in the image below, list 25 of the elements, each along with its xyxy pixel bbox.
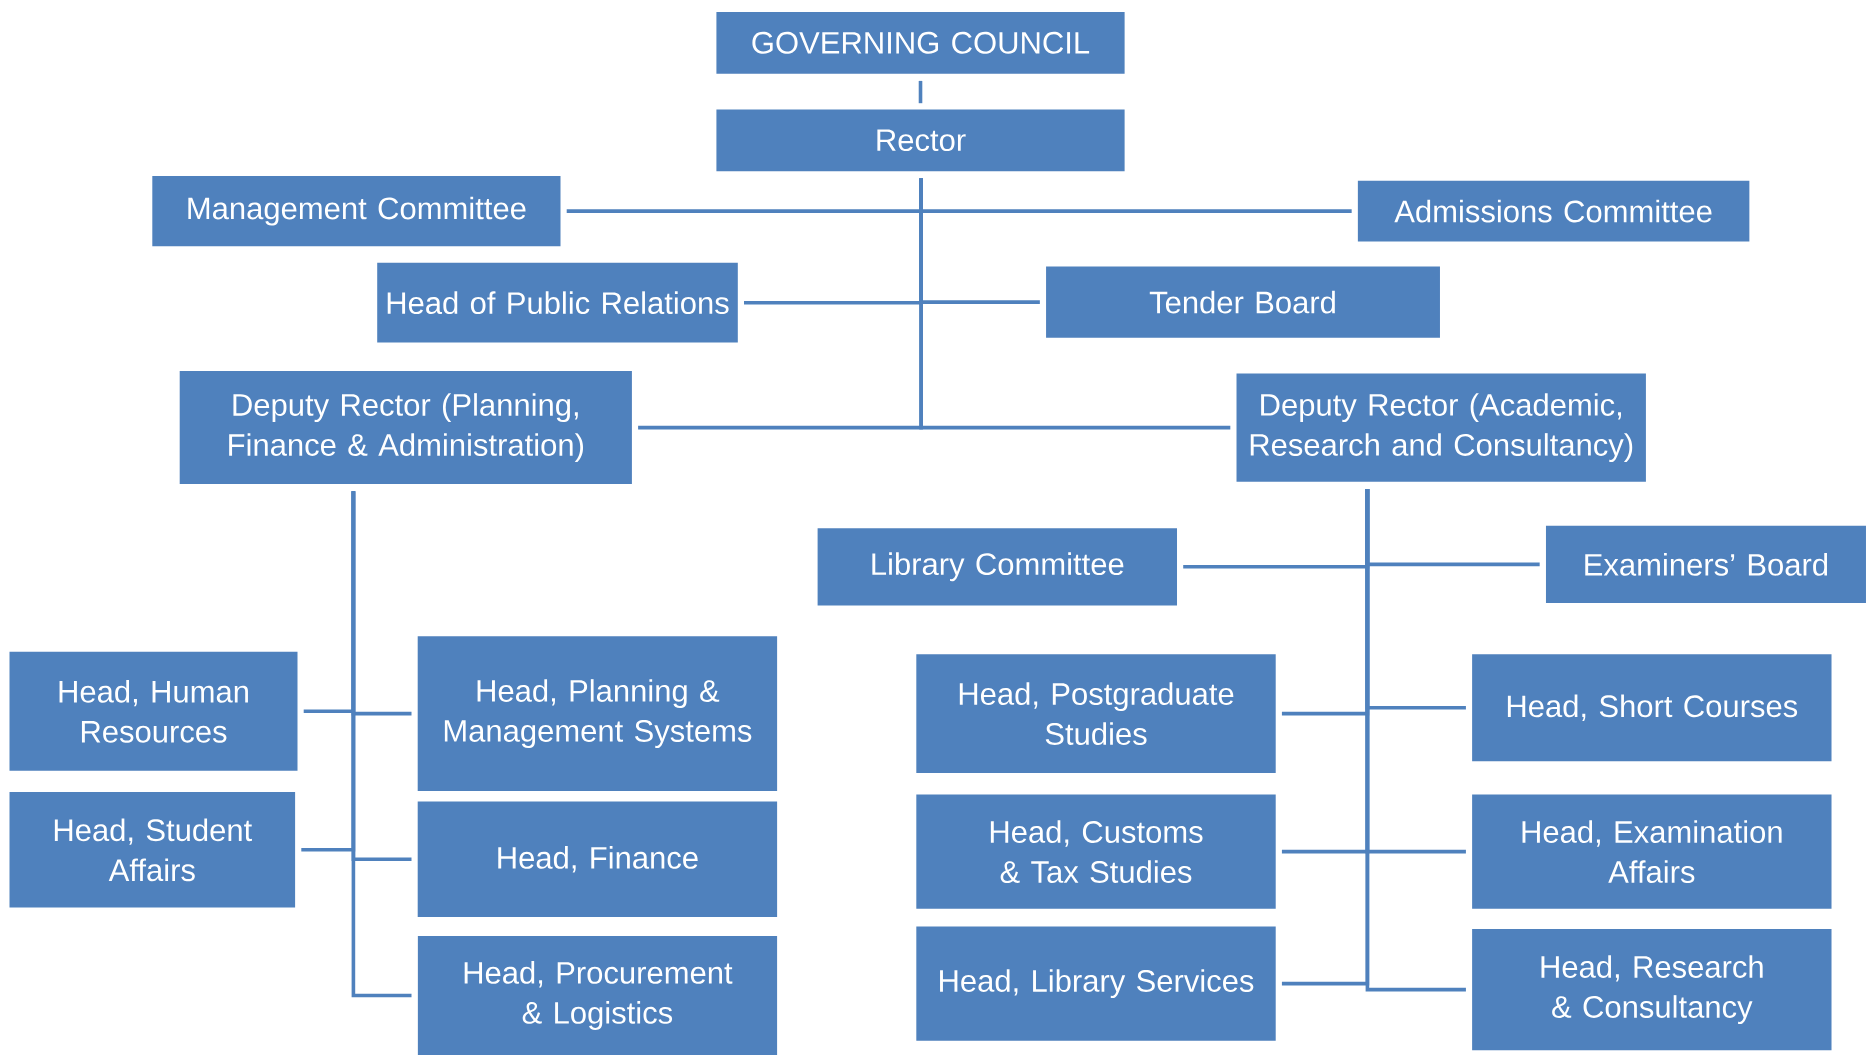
org-box: Head, Customs & Tax Studies: [916, 794, 1276, 909]
org-box: Head, Finance: [417, 801, 778, 917]
org-box: Examiners’ Board: [1545, 525, 1866, 604]
org-box: Head, Procurement & Logistics: [417, 936, 778, 1055]
org-box: GOVERNING COUNCIL: [716, 11, 1125, 74]
org-box: Head, Postgraduate Studies: [916, 654, 1276, 774]
org-box: Deputy Rector (Planning, Finance & Administration): [179, 371, 632, 485]
org-box: Deputy Rector (Academic, Research and Consultancy): [1236, 373, 1646, 482]
org-box: Head of Public Relations: [377, 262, 738, 343]
org-box: Rector: [716, 109, 1125, 172]
org-box: Tender Board: [1046, 266, 1440, 338]
org-box: Admissions Committee: [1357, 180, 1750, 242]
org-box: Head, Library Services: [916, 926, 1276, 1041]
connector-line: [919, 178, 1231, 430]
connector-line: [1365, 488, 1466, 992]
org-box: Head, Short Courses: [1472, 654, 1832, 762]
org-box: Head, Research & Consultancy: [1472, 928, 1832, 1051]
org-box: Management Committee: [152, 176, 561, 247]
org-box: Head, Student Affairs: [9, 792, 296, 908]
org-box: Library Committee: [817, 528, 1177, 606]
connector-line: [351, 491, 412, 998]
org-box: Head, Examination Affairs: [1472, 794, 1832, 909]
org-box: Head, Human Resources: [9, 651, 298, 771]
org-box: Head, Planning & Management Systems: [417, 636, 778, 791]
connector-line: [918, 80, 923, 104]
